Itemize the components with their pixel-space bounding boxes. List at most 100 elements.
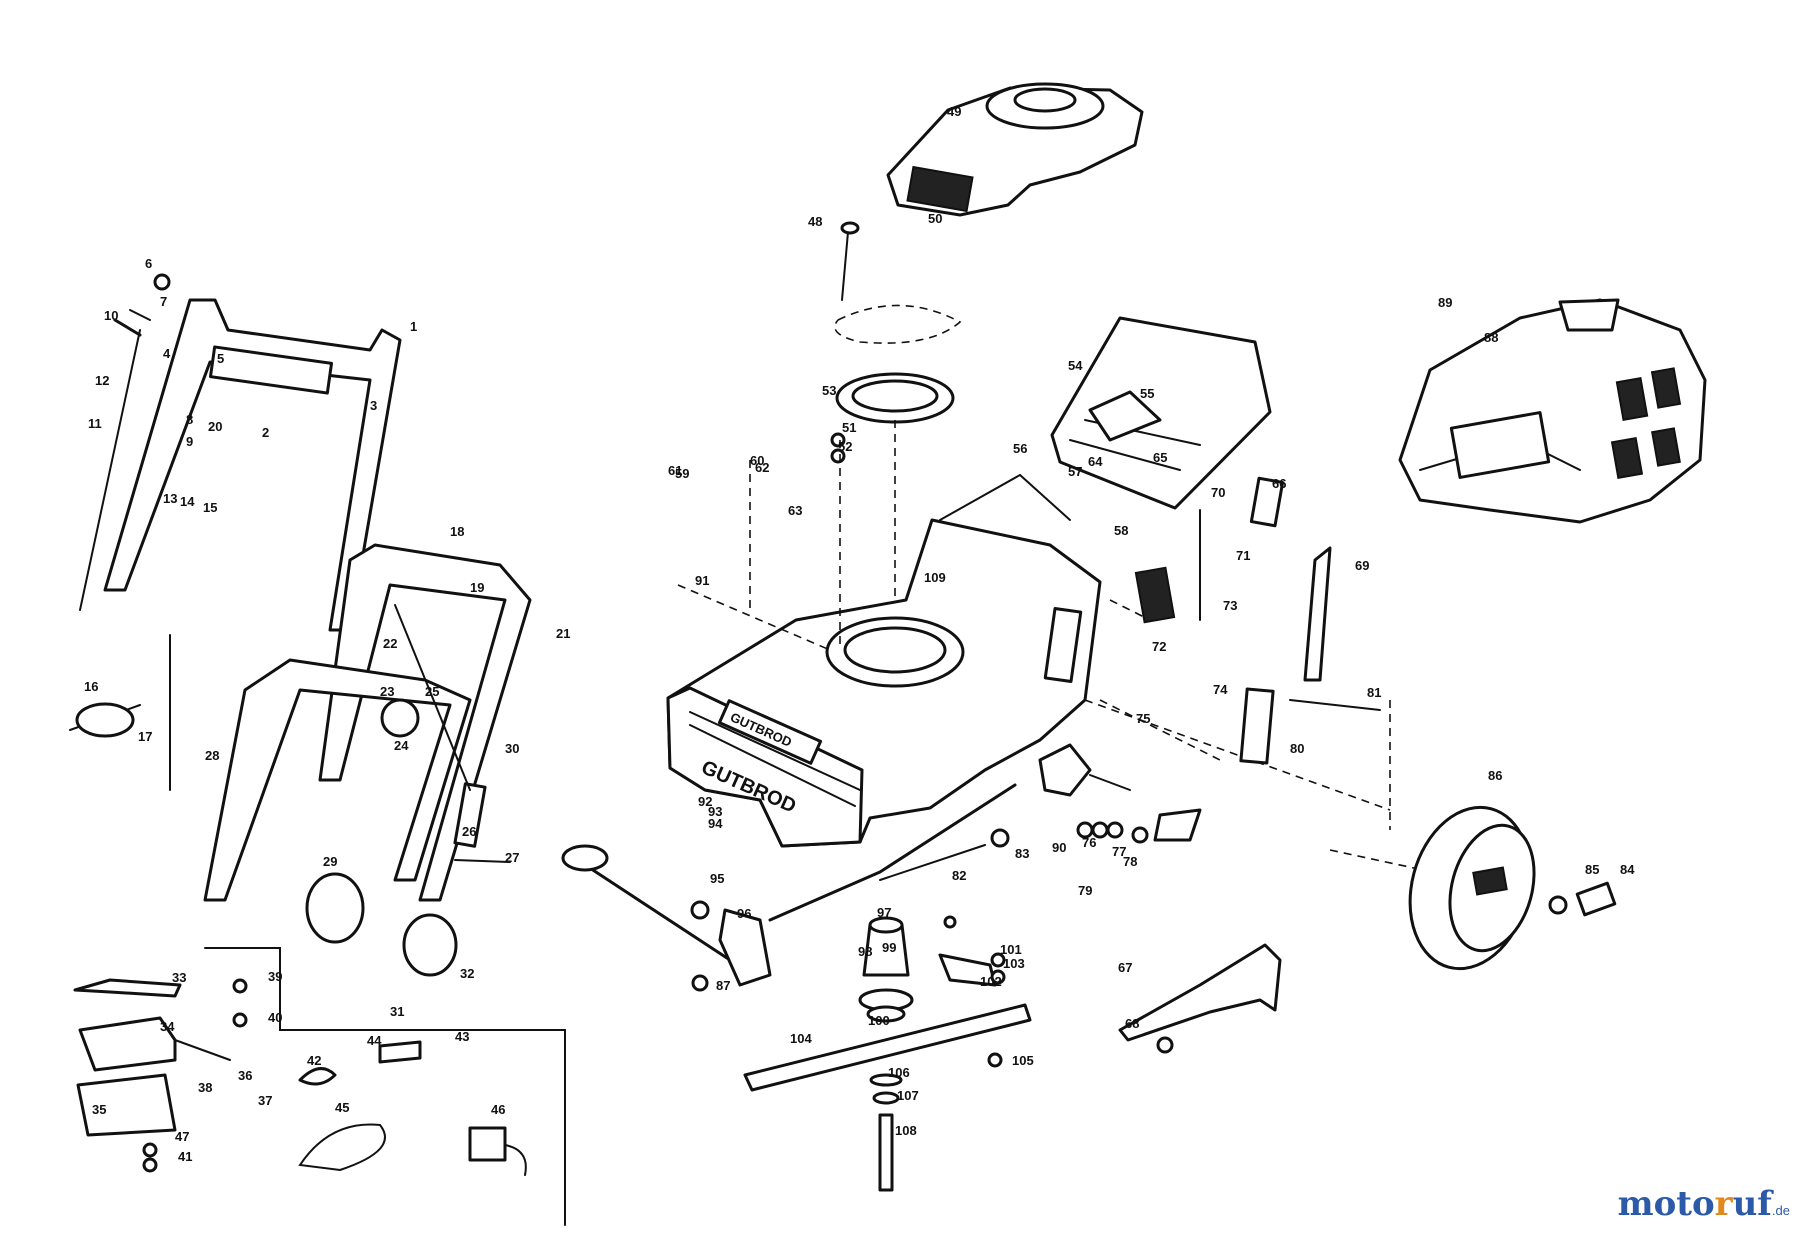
part-number-label: 51 [842,420,856,435]
part-number-label: 76 [1082,835,1096,850]
part-number-label: 23 [380,684,394,699]
part-number-label: 55 [1140,386,1154,401]
part-number-label: 31 [390,1004,404,1019]
part-number-label: 107 [897,1088,919,1103]
part-number-label: 66 [1272,476,1286,491]
part-number-label: 1 [410,319,417,334]
part-number-label: 53 [822,383,836,398]
part-number-label: 93 [708,804,722,819]
part-number-label: 64 [1088,454,1103,469]
part-number-label: 62 [755,460,769,475]
part-number-label: 24 [394,738,409,753]
part-number-label: 41 [178,1149,192,1164]
part-number-label: 27 [505,850,519,865]
part-number-label: 61 [668,463,682,478]
part-number-label: 56 [1013,441,1027,456]
part-number-label: 16 [84,679,98,694]
part-number-label: 22 [383,636,397,651]
part-number-label: 65 [1153,450,1167,465]
part-number-label: 60 [750,453,764,468]
part-number-label: 15 [203,500,217,515]
part-number-label: 40 [268,1010,282,1025]
part-number-label: 58 [1114,523,1128,538]
rear-axle [561,783,1017,992]
part-number-label: 11 [88,416,102,431]
part-number-label: 45 [335,1100,349,1115]
part-number-label: 50 [928,211,942,226]
part-number-label: 103 [1003,956,1025,971]
part-number-label: 57 [1068,464,1082,479]
part-number-label: 39 [268,969,282,984]
part-number-label: 97 [877,905,891,920]
part-number-label: 33 [172,970,186,985]
part-number-label: 36 [238,1068,252,1083]
height-adjuster [1038,743,1202,844]
part-number-label: 47 [175,1129,189,1144]
part-number-label: 94 [708,816,723,831]
part-number-label: 59 [675,466,689,481]
part-number-label: 90 [1052,840,1066,855]
part-number-label: 79 [1078,883,1092,898]
rear-lever [1118,943,1282,1054]
part-number-label: 86 [1488,768,1502,783]
part-number-label: 101 [1000,942,1022,957]
part-number-label: 70 [1211,485,1225,500]
part-number-label: 106 [888,1065,910,1080]
part-number-label: 104 [790,1031,812,1046]
part-number-label: 6 [145,256,152,271]
part-number-label: 74 [1213,682,1228,697]
part-number-label: 98 [858,944,872,959]
part-number-label: 63 [788,503,802,518]
part-number-label: 18 [450,524,464,539]
part-number-label: 109 [924,570,946,585]
part-number-label: 81 [1367,685,1381,700]
part-number-label: 54 [1068,358,1083,373]
part-number-label: 105 [1012,1053,1034,1068]
part-number-label: 73 [1223,598,1237,613]
part-number-label: 78 [1123,854,1137,869]
part-number-label: 49 [947,104,961,119]
part-number-label: 48 [808,214,822,229]
part-number-label: 91 [695,573,709,588]
part-number-label: 77 [1112,844,1126,859]
part-number-label: 13 [163,491,177,506]
battery-box [73,947,566,1226]
part-number-label: 5 [217,351,224,366]
part-number-label: 52 [838,439,852,454]
part-number-label: 26 [462,824,476,839]
part-number-label: 25 [425,684,439,699]
logo-prefix: moto [1617,1184,1715,1224]
part-number-label: 67 [1118,960,1132,975]
part-number-label: 28 [205,748,219,763]
part-number-label: 43 [455,1029,469,1044]
part-number-label: 84 [1620,862,1635,877]
rear-flap [1050,316,1285,765]
part-number-label: 83 [1015,846,1029,861]
logo-accent: r [1714,1184,1733,1224]
part-number-label: 80 [1290,741,1304,756]
part-number-label: 38 [198,1080,212,1095]
part-number-label: 7 [160,294,167,309]
part-number-label: 82 [952,868,966,883]
part-number-label: 34 [160,1019,175,1034]
part-number-label: 19 [470,580,484,595]
mower-deck: GUTBROD GUTBROD [666,473,1102,848]
part-number-label: 42 [307,1053,321,1068]
part-number-label: 96 [737,906,751,921]
part-number-label: 72 [1152,639,1166,654]
part-number-label: 100 [868,1013,890,1028]
part-number-label: 37 [258,1093,272,1108]
part-number-label: 3 [370,398,377,413]
motor-blade [743,915,1032,1192]
part-number-label: 2 [262,425,269,440]
part-number-label: 4 [163,346,171,361]
logo-suffix: uf [1732,1184,1772,1224]
part-number-label: 35 [92,1102,106,1117]
part-number-label: 89 [1438,295,1452,310]
part-number-label: 29 [323,854,337,869]
part-number-label: 99 [882,940,896,955]
lower-handle [69,543,532,977]
part-number-label: 8 [186,412,193,427]
